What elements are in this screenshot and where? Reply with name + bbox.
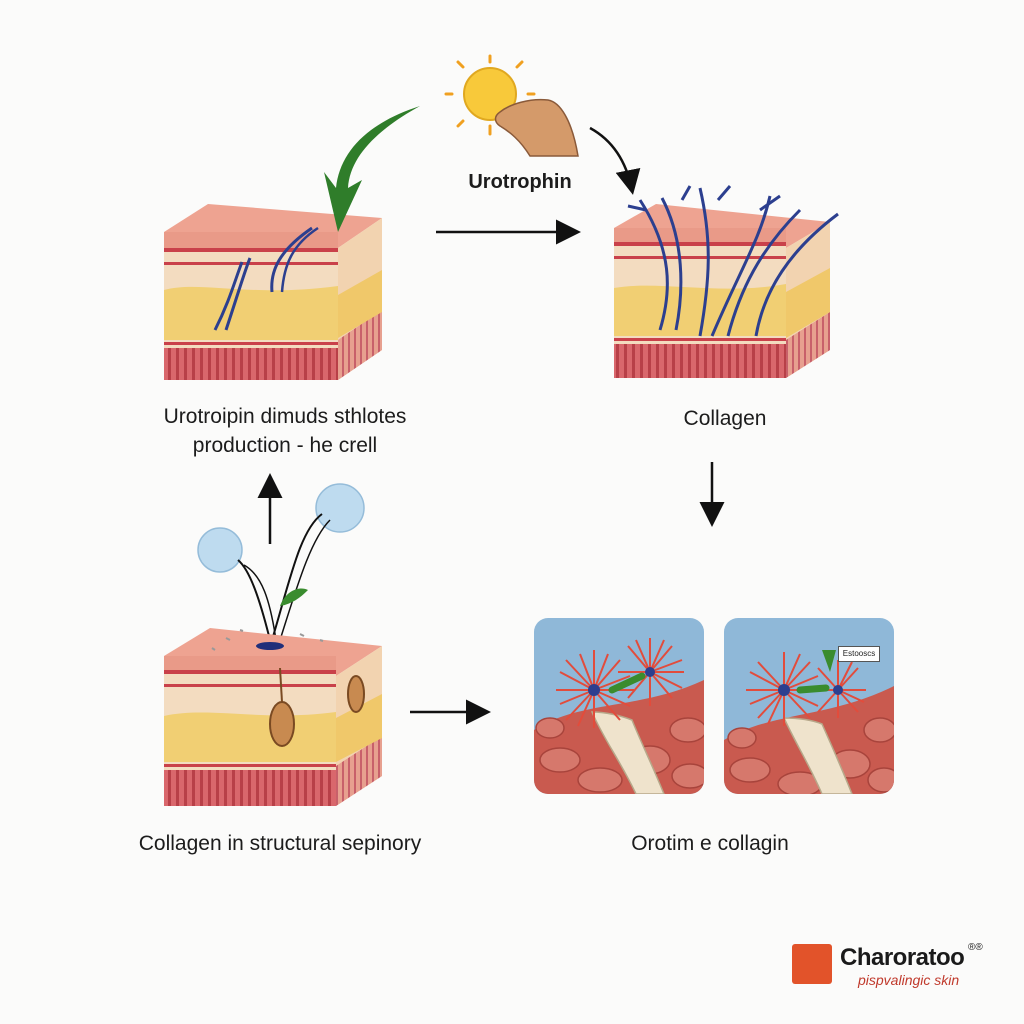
bubble-icon xyxy=(197,527,243,573)
panel-tag: Estooscs xyxy=(838,646,880,662)
caption-top-right: Collagen xyxy=(683,407,767,430)
logo-mark: ®® xyxy=(968,942,983,953)
logo-tagline: pispvalingic skin xyxy=(858,972,960,988)
caption-top-left-line1: Urotroipin dimuds sthlotes xyxy=(163,405,407,428)
logo-name: Charoratoo xyxy=(840,944,965,971)
label-urotrophin: Urotrophin xyxy=(468,171,572,193)
caption-top-left-line2: production - he crell xyxy=(192,434,378,457)
collagen-panel-right xyxy=(724,618,894,794)
arrow-curve-sun xyxy=(589,126,641,195)
skin-block-top-right xyxy=(614,185,839,378)
collagen-panel-left xyxy=(534,618,704,794)
caption-bottom-left: Collagen in structural sepinory xyxy=(138,832,422,855)
leaf-icon xyxy=(280,588,308,606)
logo-box xyxy=(792,944,832,984)
green-arrow-icon xyxy=(324,106,420,232)
collagen-fiber-icon xyxy=(627,185,839,337)
hand-icon xyxy=(494,98,579,157)
skin-block-top-left xyxy=(164,204,382,380)
sun-icon xyxy=(444,54,536,136)
bubble-icon xyxy=(315,483,365,533)
caption-bottom-right: Orotim e collagin xyxy=(631,832,789,855)
skin-block-bottom-left xyxy=(164,628,382,806)
